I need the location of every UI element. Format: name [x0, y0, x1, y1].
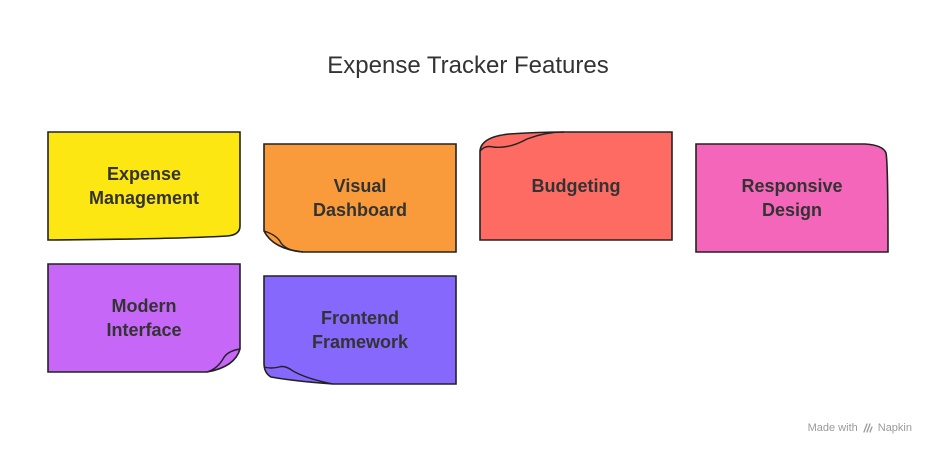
feature-label: Budgeting	[531, 176, 621, 196]
sticky-note-shape	[47, 131, 241, 241]
feature-label: Visual Dashboard	[312, 176, 408, 220]
sticky-note-shape	[695, 143, 889, 253]
feature-label: Responsive Design	[741, 176, 843, 220]
feature-card-modern-interface: Modern Interface	[47, 263, 241, 373]
sticky-note-shape	[263, 275, 457, 385]
feature-label: Modern Interface	[106, 296, 182, 340]
feature-card-expense-management: Expense Management	[47, 131, 241, 241]
feature-card-responsive-design: Responsive Design	[695, 143, 889, 253]
napkin-logo-icon	[863, 423, 873, 433]
sticky-note-shape	[263, 143, 457, 253]
feature-card-visual-dashboard: Visual Dashboard	[263, 143, 457, 253]
sticky-note-shape	[479, 131, 673, 241]
footer-brand: Napkin	[877, 422, 912, 434]
feature-card-budgeting: Budgeting	[479, 131, 673, 241]
diagram-title: Expense Tracker Features	[327, 52, 609, 79]
feature-label: Expense Management	[88, 164, 200, 208]
footer-prefix: Made with	[807, 422, 858, 434]
feature-card-frontend-framework: Frontend Framework	[263, 275, 457, 385]
sticky-note-shape	[47, 263, 241, 373]
feature-label: Frontend Framework	[311, 308, 409, 352]
made-with-napkin[interactable]: Made with Napkin	[808, 422, 912, 434]
